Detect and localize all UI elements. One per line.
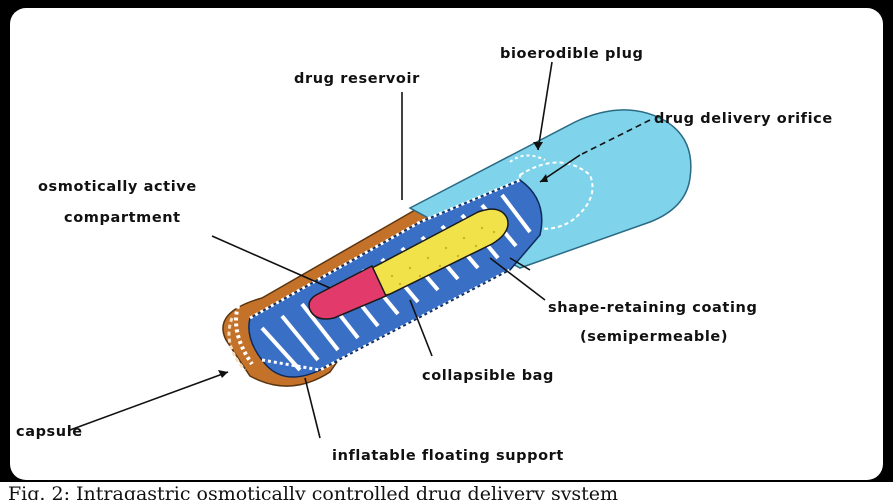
label-shape-retaining-coating: shape-retaining coating — [548, 300, 757, 316]
label-capsule: capsule — [16, 424, 83, 440]
caption-strip: Fig. 2: Intragastric osmotically control… — [0, 482, 893, 500]
label-semipermeable: (semipermeable) — [580, 329, 728, 345]
label-osmotically-active: osmotically active — [38, 179, 197, 195]
figure-caption: Fig. 2: Intragastric osmotically control… — [8, 482, 888, 500]
label-bioerodible-plug: bioerodible plug — [500, 46, 644, 62]
label-drug-reservoir: drug reservoir — [294, 71, 420, 87]
label-drug-delivery-orifice: drug delivery orifice — [654, 111, 833, 127]
label-collapsible-bag: collapsible bag — [422, 368, 554, 384]
label-inflatable-floating-support: inflatable floating support — [332, 448, 564, 464]
label-compartment: compartment — [64, 210, 181, 226]
